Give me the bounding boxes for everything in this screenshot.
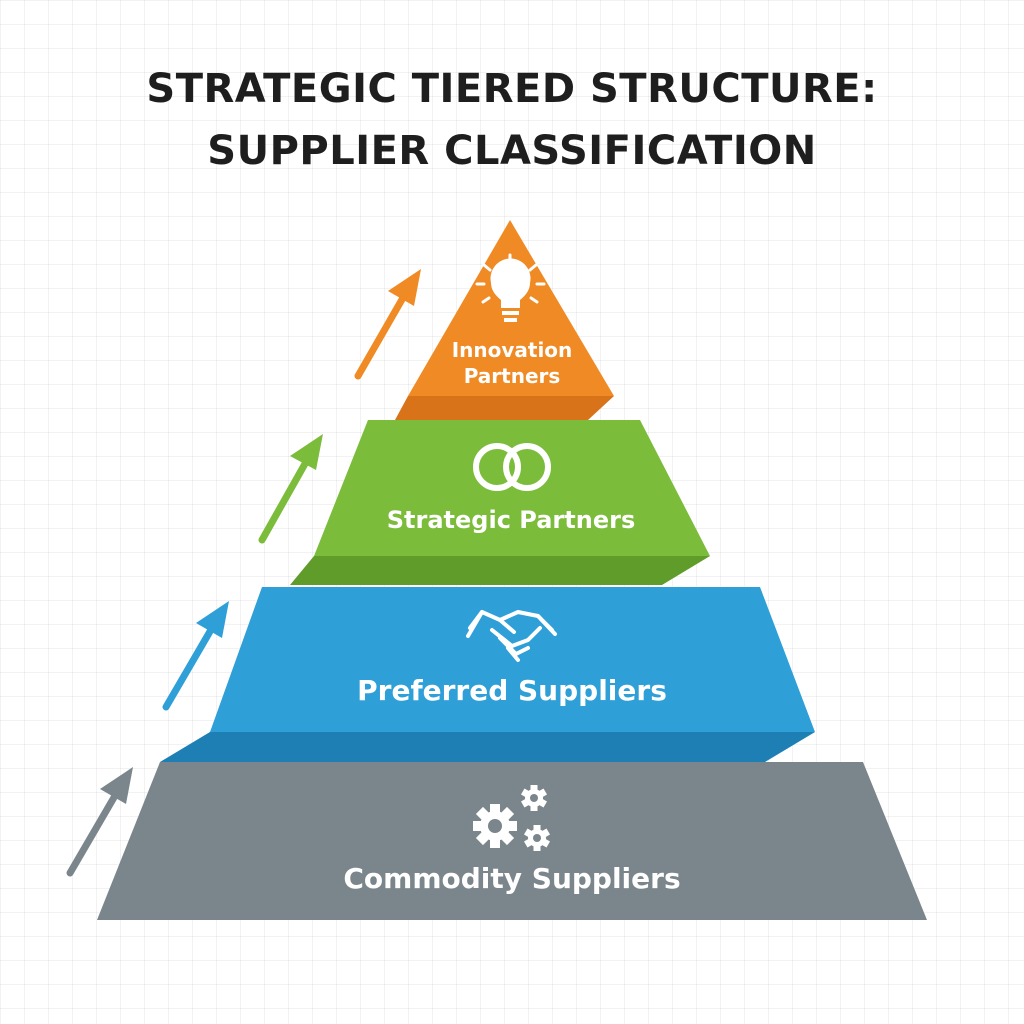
interlocked-rings-icon — [473, 443, 551, 491]
tier-strategic-label: Strategic Partners — [387, 506, 635, 534]
tier-preferred-label: Preferred Suppliers — [357, 674, 667, 707]
strategic-ledge — [290, 556, 710, 585]
diagram-title: STRATEGIC TIERED STRUCTURE: SUPPLIER CLA… — [0, 58, 1024, 182]
handshake-icon — [466, 610, 557, 662]
preferred-ledge — [160, 732, 815, 762]
tier-preferred-shape — [210, 587, 815, 732]
gears-icon — [473, 785, 551, 851]
tier-innovation-label-line-1: Innovation — [452, 338, 573, 362]
growth-arrow-green — [258, 434, 323, 544]
tier-commodity-label: Commodity Suppliers — [343, 862, 680, 895]
tier-strategic: Strategic Partners — [314, 420, 710, 556]
growth-arrow-blue — [162, 601, 229, 711]
tier-innovation-label-line-2: Partners — [464, 364, 561, 388]
tier-strategic-shape — [314, 420, 710, 556]
tier-preferred: Preferred Suppliers — [210, 587, 815, 732]
innovation-ledge — [395, 396, 614, 420]
growth-arrow-orange — [354, 269, 421, 380]
growth-arrow-gray — [66, 767, 133, 877]
growth-arrows — [66, 269, 421, 877]
tier-commodity-shape — [97, 762, 927, 920]
lightbulb-icon — [475, 253, 546, 322]
title-line-2: SUPPLIER CLASSIFICATION — [207, 128, 817, 174]
tier-commodity: Commodity Suppliers — [97, 762, 927, 920]
tier-innovation: Innovation Partners — [408, 220, 614, 396]
title-line-1: STRATEGIC TIERED STRUCTURE: — [146, 66, 878, 112]
